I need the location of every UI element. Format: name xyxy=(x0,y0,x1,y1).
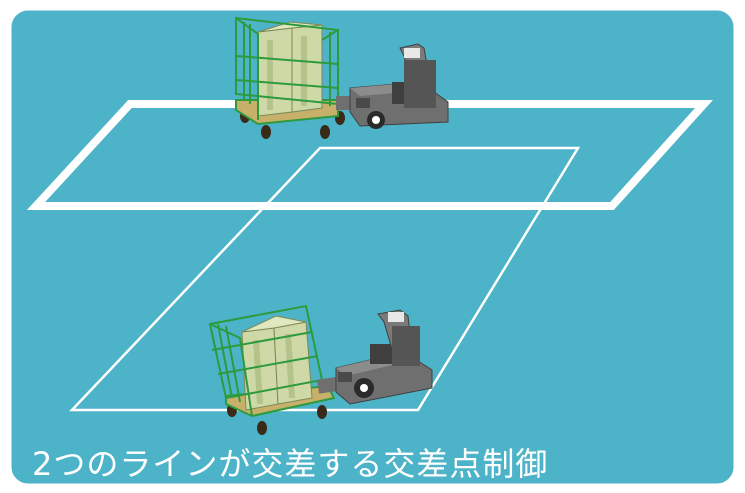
top-cargo xyxy=(257,21,323,117)
top-agv-vehicle xyxy=(235,16,449,139)
guide-line-thin xyxy=(69,146,581,412)
guide-line-thick xyxy=(26,100,713,210)
top-tugger xyxy=(349,43,449,129)
panel-frame xyxy=(8,7,737,487)
panel-background xyxy=(10,9,735,485)
bottom-tugger xyxy=(335,309,433,405)
bottom-agv-vehicle xyxy=(208,304,433,435)
diagram-caption: 2つのラインが交差する交差点制御 xyxy=(32,445,549,483)
